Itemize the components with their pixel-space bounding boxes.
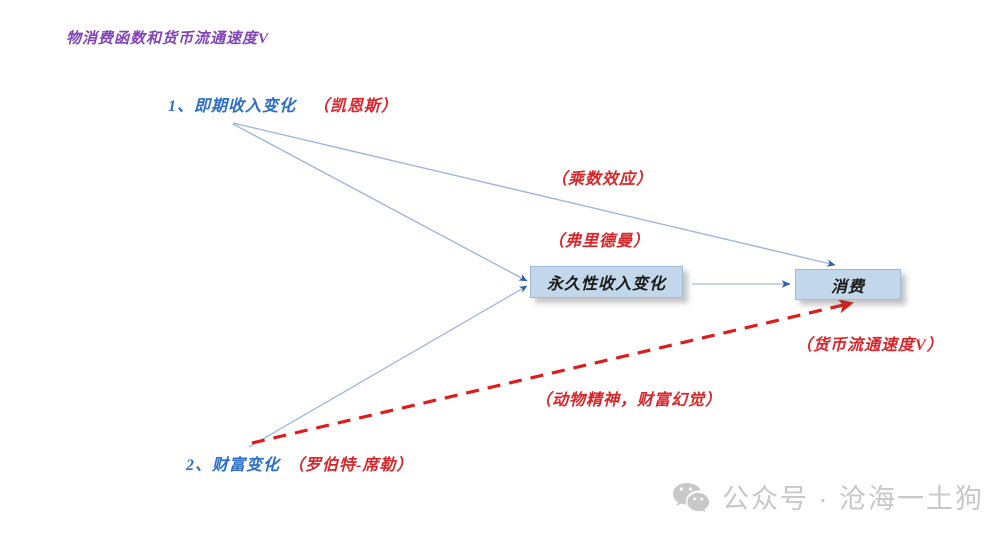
source-label-income: 1、即期收入变化 — [168, 98, 297, 115]
source-label-shiller: （罗伯特-席勒） — [288, 457, 414, 474]
source-label-wealth: 2、财富变化 — [186, 457, 281, 474]
edge-wealth-to-consumption — [251, 298, 854, 445]
edge-wealth-to-permanent — [248, 285, 528, 448]
node-permanent-income-label: 永久性收入变化 — [546, 276, 666, 293]
wechat-icon — [673, 482, 709, 512]
edge-label-velocity: （货币流通速度V） — [796, 337, 944, 354]
page-title: 物消费函数和货币流通速度V — [66, 31, 270, 47]
node-consumption: 消费 — [795, 269, 901, 300]
node-consumption-label: 消费 — [830, 278, 865, 296]
watermark: 公众号 · 沧海一土狗 — [672, 477, 984, 516]
edge-income-to-consumption — [232, 122, 836, 267]
source-label-keynes: （凯恩斯） — [313, 98, 399, 115]
edge-label-animal-spirits: （动物精神，财富幻觉） — [535, 392, 723, 409]
edge-income-to-permanent — [232, 123, 528, 282]
edge-label-friedman: （弗里德曼） — [548, 233, 651, 250]
watermark-text: 公众号 · 沧海一土狗 — [722, 484, 984, 514]
edge-label-multiplier: （乘数效应） — [551, 171, 654, 188]
node-permanent-income: 永久性收入变化 — [530, 266, 683, 298]
